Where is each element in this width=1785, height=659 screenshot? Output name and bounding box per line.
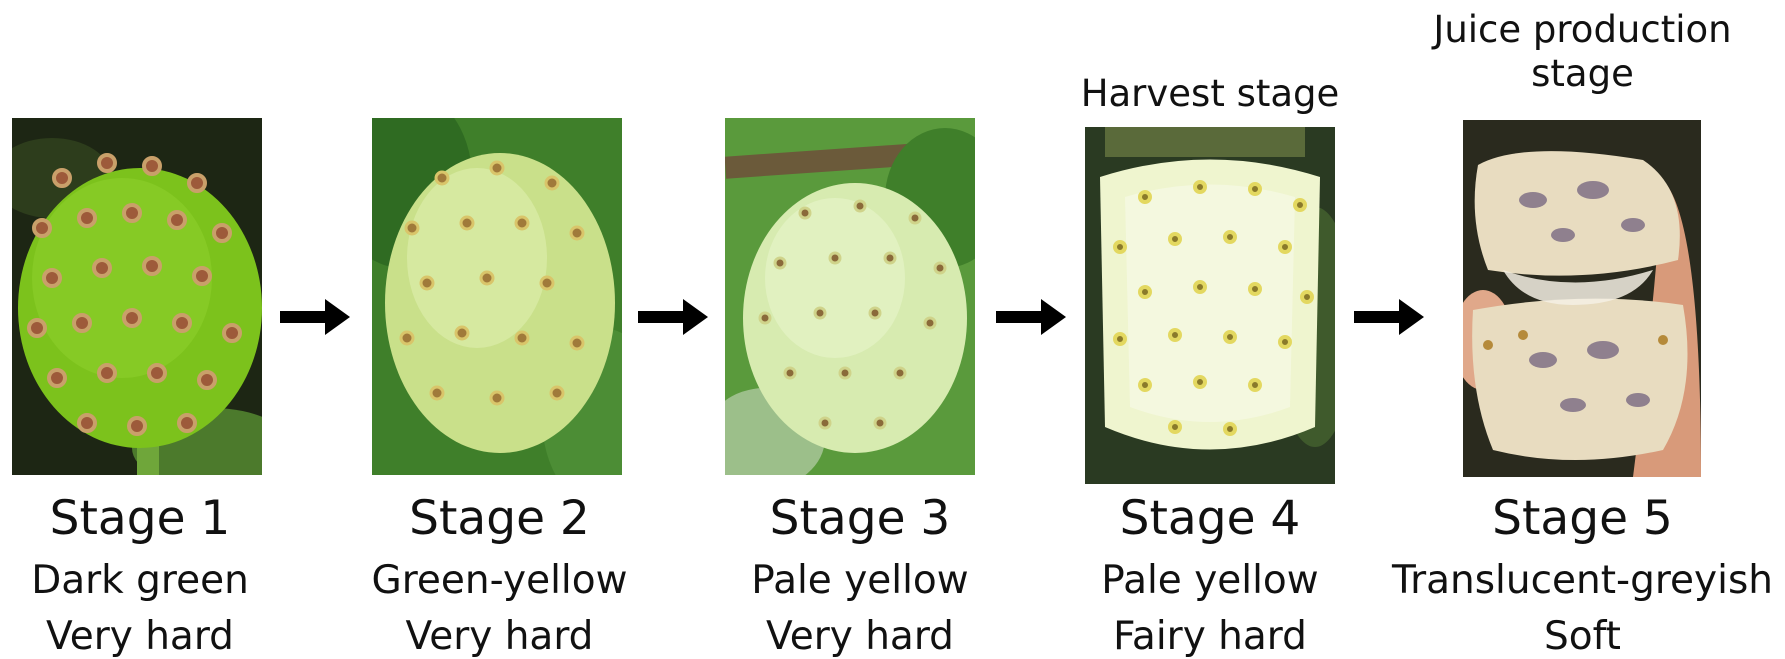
stage-3: Stage 3 Pale yellow Very hard	[715, 0, 1005, 658]
noni-fruit-dark-green-photo	[12, 118, 262, 475]
stage-title: Stage 4	[1070, 495, 1350, 542]
stage-5: Juice production stage Stage 5 Transluce…	[1390, 0, 1775, 658]
harvest-stage-label: Harvest stage	[1070, 72, 1350, 116]
stage-color: Dark green	[0, 561, 280, 600]
noni-fruit-pale-yellow-photo	[725, 118, 975, 475]
noni-fruit-soft-split-photo	[1463, 120, 1701, 477]
noni-fruit-green-yellow-photo	[372, 118, 622, 475]
stage-hardness: Soft	[1390, 617, 1775, 656]
right-arrow-icon	[638, 297, 708, 337]
stage-hardness: Very hard	[0, 617, 280, 656]
right-arrow-icon	[996, 297, 1066, 337]
noni-fruit-harvest-photo	[1085, 127, 1335, 484]
stage-4: Harvest stage Stage 4 Pale yellow Fairy …	[1070, 0, 1350, 658]
stage-hardness: Very hard	[357, 617, 642, 656]
juice-production-stage-label: Juice production stage	[1390, 8, 1775, 97]
stage-title: Stage 1	[0, 495, 280, 542]
stage-color: Pale yellow	[715, 561, 1005, 600]
juice-production-label-line1: Juice production	[1390, 8, 1775, 52]
stage-color: Pale yellow	[1070, 561, 1350, 600]
right-arrow-icon	[280, 297, 350, 337]
stage-title: Stage 3	[715, 495, 1005, 542]
stage-color: Green-yellow	[357, 561, 642, 600]
stage-title: Stage 5	[1390, 495, 1775, 542]
stage-title: Stage 2	[357, 495, 642, 542]
stage-hardness: Very hard	[715, 617, 1005, 656]
stage-color: Translucent-greyish	[1390, 561, 1775, 600]
stage-hardness: Fairy hard	[1070, 617, 1350, 656]
juice-production-label-line2: stage	[1390, 52, 1775, 96]
stage-2: Stage 2 Green-yellow Very hard	[357, 0, 642, 658]
stage-1: Stage 1 Dark green Very hard	[0, 0, 280, 658]
